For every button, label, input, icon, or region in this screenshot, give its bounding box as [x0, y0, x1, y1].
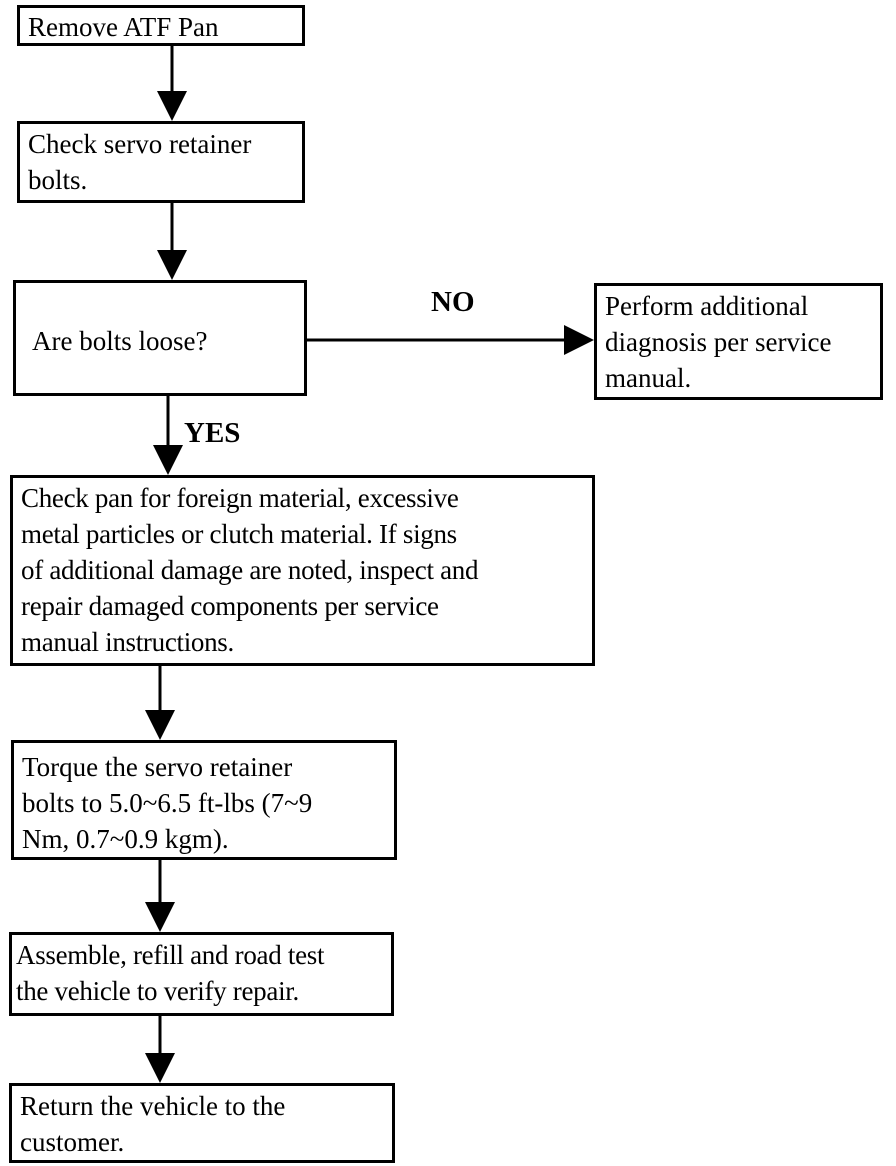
step-perform-additional-diagnosis: Perform additional diagnosis per service…: [594, 283, 883, 400]
step-check-pan-for-foreign-material: Check pan for foreign material, excessiv…: [10, 475, 595, 666]
decision-are-bolts-loose: Are bolts loose?: [13, 280, 307, 396]
step-assemble-refill-road-test: Assemble, refill and road test the vehic…: [9, 932, 394, 1016]
edge-label-no: NO: [431, 286, 475, 318]
step-torque-servo-retainer-bolts: Torque the servo retainer bolts to 5.0~6…: [11, 740, 397, 860]
step-return-vehicle-to-customer: Return the vehicle to the customer.: [9, 1083, 395, 1163]
edge-label-yes: YES: [184, 417, 241, 449]
step-check-servo-retainer-bolts: Check servo retainer bolts.: [17, 121, 305, 203]
step-remove-atf-pan: Remove ATF Pan: [17, 5, 305, 46]
